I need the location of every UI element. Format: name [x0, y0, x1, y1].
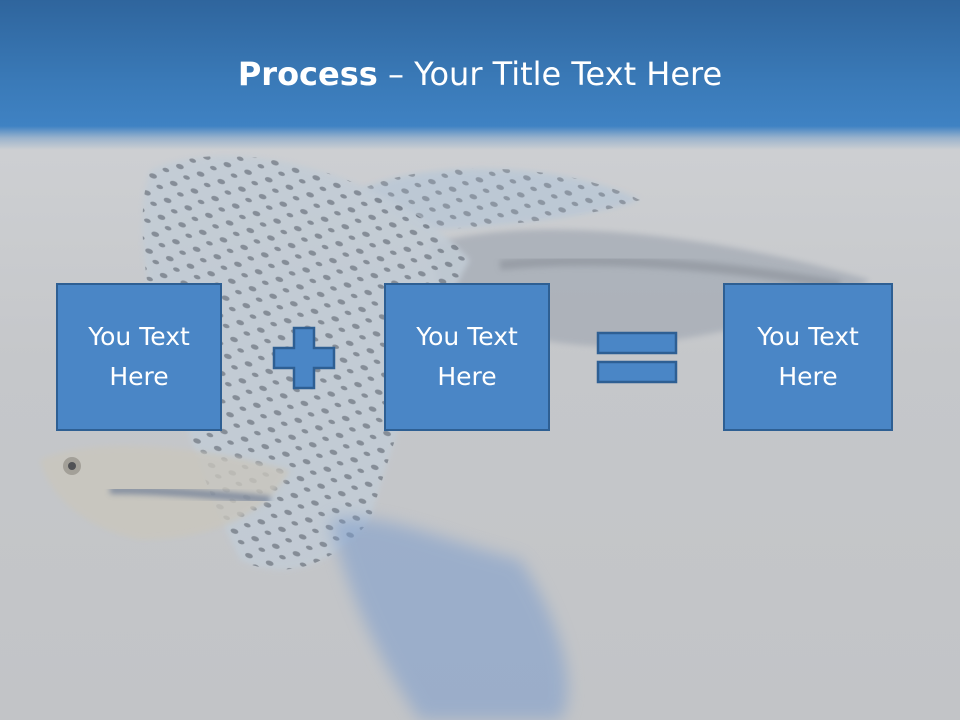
title-bold: Process — [237, 55, 378, 93]
process-box-1-text: You Text Here — [88, 322, 190, 391]
title-rest: – Your Title Text Here — [377, 55, 723, 93]
slide-title: Process – Your Title Text Here — [0, 52, 960, 96]
process-box-2[interactable]: You Text Here — [384, 283, 550, 431]
plus-icon — [272, 326, 336, 390]
process-box-3-text: You Text Here — [757, 322, 859, 391]
process-box-2-text: You Text Here — [416, 322, 518, 391]
process-box-1[interactable]: You Text Here — [56, 283, 222, 431]
process-box-3[interactable]: You Text Here — [723, 283, 893, 431]
title-bar — [0, 0, 960, 150]
equals-icon — [596, 331, 678, 384]
